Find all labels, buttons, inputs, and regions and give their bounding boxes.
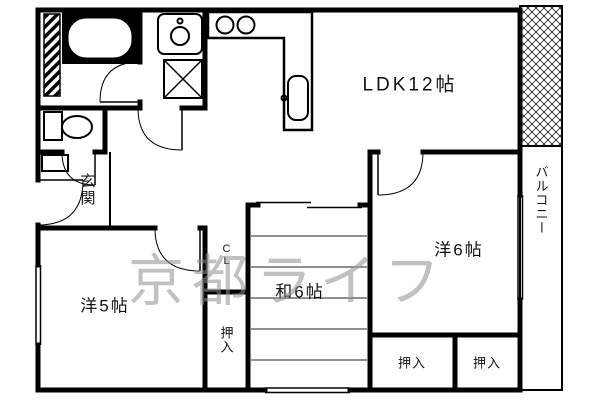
washing-machine-pan (163, 59, 203, 99)
pipe-shaft (43, 13, 61, 97)
japanese6-room-label: 和6帖 (275, 282, 325, 302)
neighbor-balcony-hatch (519, 5, 563, 147)
western5-room-label: 洋5帖 (80, 296, 130, 316)
window-balcony-right (517, 195, 524, 300)
window-left (35, 265, 42, 345)
genkan-label: 玄関 (78, 173, 96, 207)
toilet (43, 111, 93, 141)
washbasin (157, 13, 203, 55)
closet-cl-label: CL (220, 243, 233, 267)
window-bottom (265, 387, 350, 394)
ldk-room-label: LDK12帖 (362, 74, 458, 96)
kitchen-counter (206, 10, 314, 132)
balcony-label: バルコニー (533, 165, 549, 235)
balcony-outline (519, 5, 563, 391)
oshiire-hall-label: 押入 (218, 326, 234, 354)
watermark: 京都ライフ (128, 249, 448, 313)
toilet-door (61, 151, 96, 186)
entrance-door (37, 179, 84, 226)
sliding-door-japanese6 (256, 201, 362, 209)
oshiire-right2-label: 押入 (472, 355, 502, 371)
shoe-cabinet (41, 154, 69, 172)
western6-door (377, 151, 424, 196)
stove-burners (215, 15, 256, 35)
bath-door (99, 61, 141, 103)
washroom-door (137, 107, 183, 151)
oshiire-right1-label: 押入 (397, 355, 427, 371)
tatami-lines (251, 235, 367, 361)
walls (35, 7, 523, 393)
bathtub (62, 12, 138, 64)
western5-door (154, 227, 201, 272)
kitchen-sink (280, 75, 309, 121)
western6-room-label: 洋6帖 (434, 240, 484, 260)
